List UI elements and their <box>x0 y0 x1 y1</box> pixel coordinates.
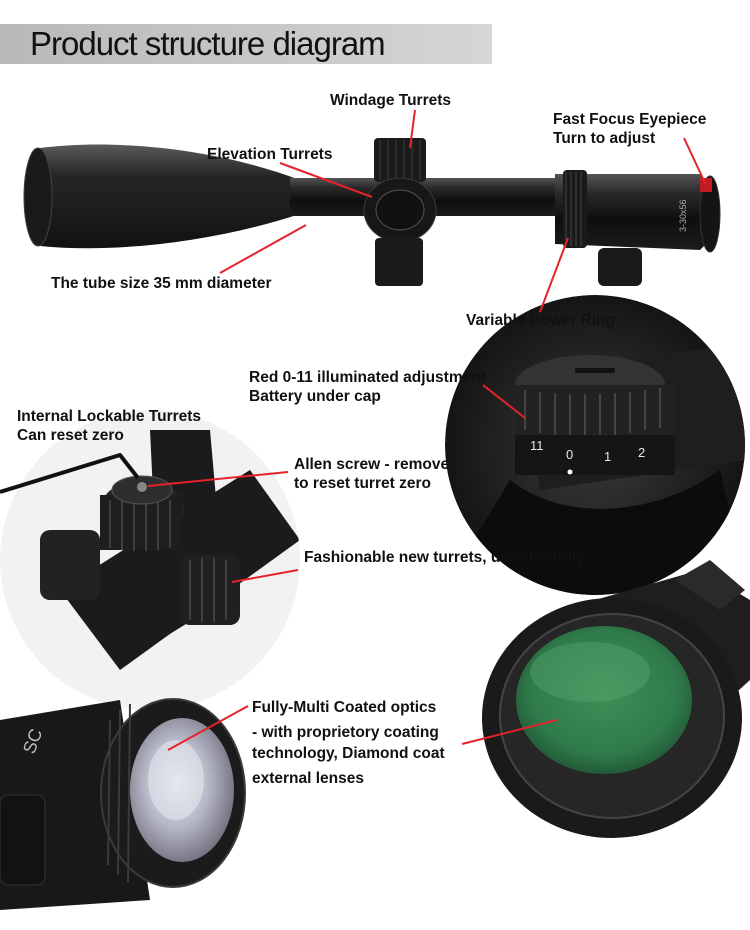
dial-number-0: 0 <box>566 447 573 462</box>
allen-key <box>0 453 140 494</box>
objective-lens-photo <box>482 560 750 838</box>
label-windage-turrets: Windage Turrets <box>330 92 452 109</box>
label-optics-line3: technology, Diamond coat <box>252 745 445 762</box>
label-optics-line2: - with proprietory coating <box>252 724 439 741</box>
label-eyepiece-line2: Turn to adjust <box>553 130 656 147</box>
callout-line-optics-eyepiece <box>167 705 249 751</box>
magnification-marking: 3-30x56 <box>678 199 688 232</box>
label-lockable-turrets: Internal Lockable Turrets Can reset zero <box>17 407 201 445</box>
callout-line-tube <box>219 224 307 274</box>
label-eyepiece: Fast Focus Eyepiece Turn to adjust <box>553 110 706 148</box>
callout-line-elevation <box>279 162 373 198</box>
label-illumination: Red 0-11 illuminated adjustment Battery … <box>249 368 486 406</box>
illumination-dial-photo: 11 0 1 2 <box>445 295 745 595</box>
label-optics-line1: Fully-Multi Coated optics <box>252 699 437 716</box>
label-elevation-turrets: Elevation Turrets <box>207 146 333 163</box>
label-power-ring: Variable Power Ring <box>466 312 616 329</box>
label-lockable-line1: Internal Lockable Turrets <box>17 408 202 425</box>
title-banner: Product structure diagram <box>0 24 492 64</box>
callout-line-windage <box>409 109 416 149</box>
label-lockable-line2: Can reset zero <box>17 427 124 444</box>
eyepiece-lens-photo: SC <box>0 698 246 910</box>
callout-line-new-turrets <box>231 569 299 583</box>
label-eyepiece-line1: Fast Focus Eyepiece <box>553 111 707 128</box>
dial-number-1: 1 <box>604 449 611 464</box>
callout-line-power-ring <box>539 237 569 313</box>
main-scope: 3-30x56 <box>23 138 721 286</box>
lockable-turret-photo <box>0 410 300 710</box>
callout-line-illumination <box>482 384 526 419</box>
label-optics: Fully-Multi Coated optics - with proprie… <box>252 697 445 789</box>
label-tube-size: The tube size 35 mm diameter <box>51 275 272 292</box>
label-optics-line4: external lenses <box>252 770 365 787</box>
label-illumination-line2: Battery under cap <box>249 388 381 405</box>
callout-line-eyepiece <box>683 137 707 186</box>
label-allen-screw: Allen screw - remove to reset turret zer… <box>294 455 449 493</box>
label-new-turrets: Fashionable new turrets, user-friendly <box>304 549 585 566</box>
dial-number-2: 2 <box>638 445 645 460</box>
callout-lines <box>147 109 707 751</box>
callout-line-allen <box>147 471 289 487</box>
page-title: Product structure diagram <box>30 25 386 62</box>
label-allen-line2: to reset turret zero <box>294 475 431 492</box>
label-allen-line1: Allen screw - remove <box>294 456 450 473</box>
callout-line-optics-objective <box>461 719 558 745</box>
dial-number-11: 11 <box>530 438 544 453</box>
label-illumination-line1: Red 0-11 illuminated adjustment <box>249 369 486 386</box>
